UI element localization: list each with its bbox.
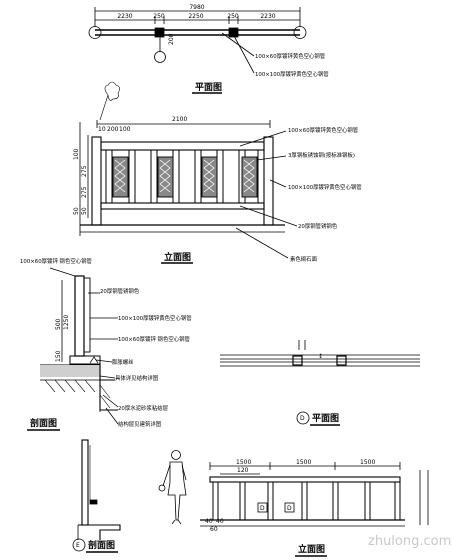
- plan-seg-dim-4: 250: [227, 13, 239, 20]
- plan-seg-dim-3: 2250: [188, 13, 203, 20]
- elev-width-dim: 2100: [172, 116, 187, 123]
- elev-left-dim-6: 50: [81, 207, 88, 215]
- section-note-3: 100×60厚镀锌 钢色空心钢管: [118, 335, 191, 343]
- plan-note-1: 100×60厚镀锌黄色空心钢管: [255, 52, 326, 60]
- human-figure: [158, 450, 187, 525]
- section-title: 剖面图: [30, 417, 57, 429]
- elev-note-4: 20厚钢管锈钢色: [298, 222, 338, 230]
- section-dim-1: 500: [55, 318, 62, 330]
- elevd-bottom-dim-3: 60: [210, 526, 218, 533]
- section-note-4: 膨胀螺丝: [112, 358, 134, 366]
- elevd-title: 立面图: [298, 543, 325, 555]
- section-note-7: 结构层见建筑详图: [118, 420, 161, 428]
- section-dim-2: 1250: [63, 315, 70, 330]
- section-e-view: E 剖面图: [72, 439, 121, 553]
- elev-left-dim-4: 275: [81, 165, 88, 177]
- section-e-marker-circle: [72, 538, 86, 552]
- elev-left-dim-5: 275: [81, 186, 88, 198]
- section-note-2: 100×100厚镀锌黄色空心钢管: [118, 314, 192, 322]
- elev-post-left: [91, 136, 102, 226]
- plan-d-marker-circle: [296, 411, 310, 425]
- main-elevation-view: 2100 10 200 100 275 275 50 100 50: [73, 81, 362, 264]
- section-dim-3: 150: [55, 350, 62, 362]
- elev-left-dim-8: 50: [73, 207, 80, 215]
- elev-note-2: 3厚钢板锈蚀钢(按标准钢板): [288, 151, 355, 159]
- decorative-panels: [112, 156, 258, 198]
- plan-title: 平面图: [195, 82, 222, 93]
- elevd-dim-small: 120: [237, 467, 249, 474]
- section-note-1: 20厚钢管锈钢色: [100, 287, 140, 295]
- watermark: zhulong.com: [368, 534, 451, 549]
- svg-text:↕: ↕: [318, 353, 323, 360]
- elevation-d-view: 1500 1500 1500 120 D D 40 40 60 立面图: [200, 459, 429, 557]
- plan-d-marker: D: [300, 415, 305, 422]
- section-note-5: 具体详见结构详图: [115, 374, 158, 382]
- plan-seg-dim-5: 2230: [260, 13, 275, 20]
- elevd-marker-2: D: [287, 505, 292, 512]
- elev-note-5: 素色砌石面: [290, 255, 318, 263]
- plan-seg-dim-1: 2230: [117, 13, 132, 20]
- elev-left-dim-7: 100: [73, 148, 80, 160]
- section-note-6: 20厚水泥砂浆粘结层: [118, 404, 169, 412]
- elev-left-dim-1: 10: [98, 126, 106, 133]
- plan-overall-dim: 7980: [189, 4, 204, 11]
- elev-note-3: 100×100厚镀锌黄色空心钢管: [288, 183, 362, 191]
- elev-bottom-rail: [100, 202, 265, 210]
- elevd-dim-2: 1500: [296, 459, 311, 466]
- section-top-note: 100×60厚镀锌 钢色空心钢管: [20, 257, 93, 265]
- plan-seg-dim-2: 250: [153, 13, 165, 20]
- section-e-marker: E: [76, 542, 80, 549]
- post-circle-right: [293, 26, 307, 39]
- post-circle-left: [88, 26, 102, 39]
- elev-top-rail: [100, 141, 265, 151]
- plan-d-title: 平面图: [312, 413, 339, 424]
- plan-side-dim: 200: [168, 33, 175, 45]
- section-marker-circle: [154, 51, 166, 63]
- section-view: 100×60厚镀锌 钢色空心钢管 500 1250 150 20厚钢管锈钢色 1…: [20, 257, 192, 431]
- plan-d-view: ↕ D 平面图: [220, 340, 420, 426]
- tree-sketch: [104, 81, 120, 101]
- elevd-bottom-dim-1: 40: [205, 518, 213, 525]
- plan-note-2: 100×100厚镀锌黄色空心钢管: [255, 70, 329, 78]
- elevd-dim-1: 1500: [236, 459, 251, 466]
- section-e-title: 剖面图: [88, 539, 115, 551]
- elev-left-dim-2: 200: [107, 126, 119, 133]
- elev-title: 立面图: [164, 251, 191, 263]
- elev-note-1: 100×60厚镀锌黄色空心钢管: [288, 126, 359, 134]
- section-post: [74, 275, 85, 357]
- elevd-bottom-dim-2: 40: [216, 518, 224, 525]
- elevd-marker-1: D: [260, 505, 265, 512]
- elev-left-dim-3: 100: [119, 126, 131, 133]
- elevd-dim-3: 1500: [360, 459, 375, 466]
- top-plan-view: 7980 2230 250 2250 250 2230 200 100×60厚镀…: [88, 4, 329, 94]
